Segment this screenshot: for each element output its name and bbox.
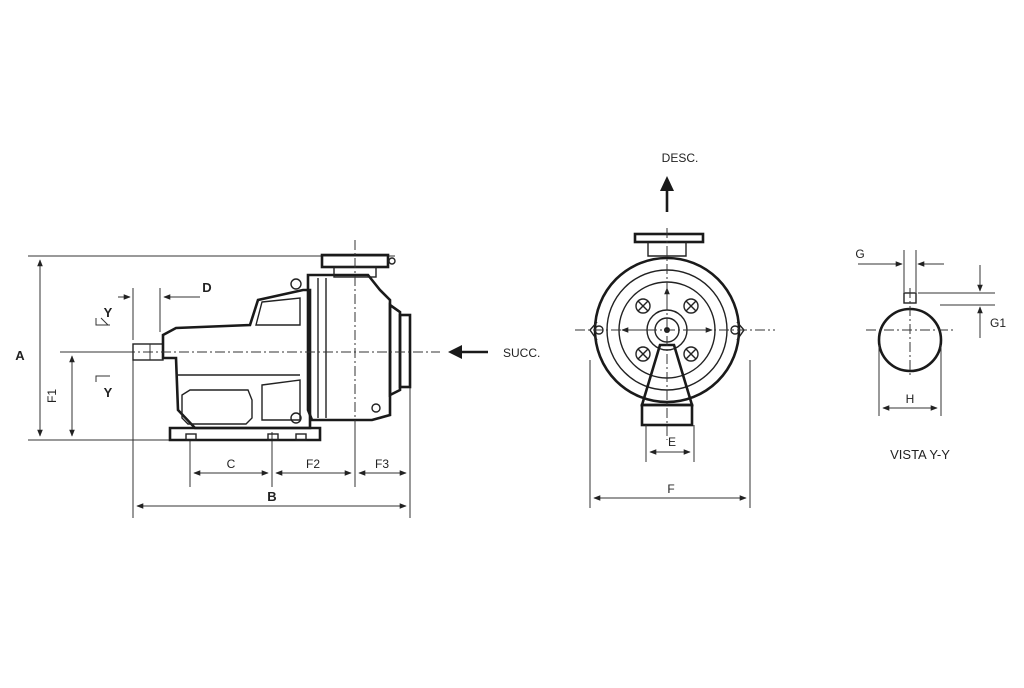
dim-g1-label: G1 xyxy=(990,316,1006,330)
section-view: G G1 H VISTA Y-Y xyxy=(855,247,1006,462)
dim-f1-label: F1 xyxy=(45,389,59,403)
suction-label: SUCC. xyxy=(503,346,540,360)
dim-f-label: F xyxy=(667,482,674,496)
side-view: A F1 D Y Y C F2 F3 B SUCC. xyxy=(15,240,540,518)
dim-a-label: A xyxy=(15,348,25,363)
front-view: DESC. xyxy=(575,151,775,508)
motor-body xyxy=(161,288,312,430)
discharge-label: DESC. xyxy=(662,151,699,165)
dim-c-label: C xyxy=(227,457,236,471)
section-y-bottom-label: Y xyxy=(104,385,113,400)
pump-casing xyxy=(306,273,392,422)
section-mark-bottom xyxy=(95,375,110,382)
dim-d-label: D xyxy=(202,280,211,295)
dim-e-label: E xyxy=(668,435,676,449)
dim-b-label: B xyxy=(267,489,276,504)
dim-g-label: G xyxy=(855,247,864,261)
dim-f3-label: F3 xyxy=(375,457,389,471)
dim-h-label: H xyxy=(906,392,915,406)
suction-flange xyxy=(398,313,412,389)
section-title: VISTA Y-Y xyxy=(890,447,950,462)
pump-base xyxy=(168,426,322,442)
front-discharge-flange xyxy=(633,232,705,244)
section-mark-top xyxy=(95,318,110,326)
section-y-top-label: Y xyxy=(104,305,113,320)
dim-f2-label: F2 xyxy=(306,457,320,471)
